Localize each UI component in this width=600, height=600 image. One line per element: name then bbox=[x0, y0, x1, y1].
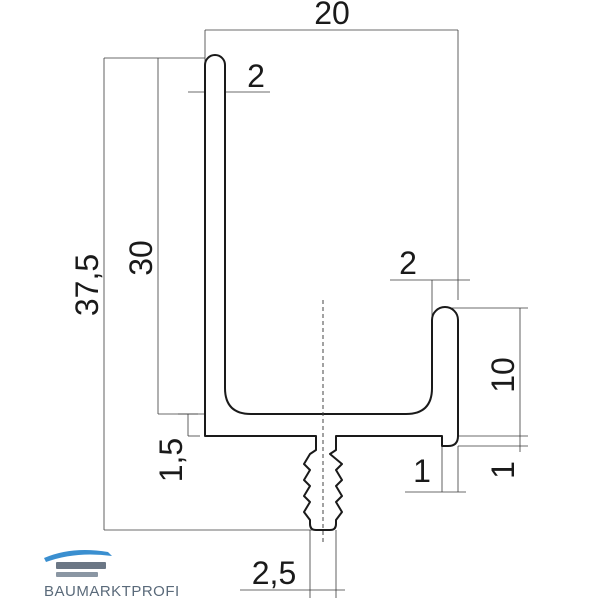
dim-lip-height: 1 bbox=[485, 461, 521, 479]
profile-outline bbox=[204, 54, 459, 531]
logo-roof-icon bbox=[44, 550, 112, 562]
dim-total-width: 20 bbox=[314, 0, 350, 31]
logo-bar-icon bbox=[56, 562, 106, 569]
dim-inner-height: 30 bbox=[123, 240, 159, 276]
dim-tongue-width: 2,5 bbox=[252, 555, 296, 591]
dimension-lines bbox=[103, 29, 528, 598]
dim-top-wall-thickness: 2 bbox=[247, 58, 265, 94]
dim-lip-width: 1 bbox=[413, 453, 431, 489]
logo-text: BAUMARKTPROFI bbox=[44, 583, 180, 600]
brand-logo: BAUMARKTPROFI bbox=[44, 550, 180, 600]
logo-bar-icon bbox=[56, 572, 98, 577]
dimension-labels: 20 2 37,5 30 2 10 1,5 1 1 2,5 bbox=[69, 0, 521, 591]
dim-right-leg-height: 10 bbox=[485, 357, 521, 393]
dim-right-wall-thickness: 2 bbox=[399, 245, 417, 281]
dim-total-height: 37,5 bbox=[69, 254, 105, 316]
dim-base-thickness: 1,5 bbox=[153, 438, 189, 482]
